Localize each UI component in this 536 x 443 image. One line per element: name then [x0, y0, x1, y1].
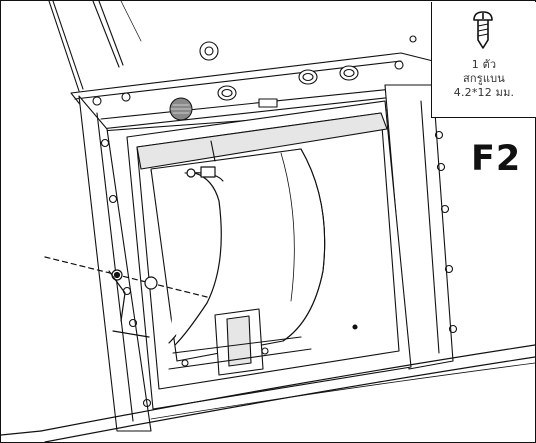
- fastener-size: 4.2*12 มม.: [453, 86, 515, 99]
- right-frame: [384, 84, 458, 370]
- hood-canopy: [1, 344, 535, 442]
- top-screws: [217, 65, 359, 108]
- left-frame: [78, 95, 152, 432]
- screw-position-marker: [44, 256, 208, 338]
- fastener-quantity: 1 ตัว: [471, 58, 497, 71]
- fastener-type: สกรูแบน: [462, 72, 506, 85]
- bottom-bracket: [168, 308, 358, 376]
- step-label: F2: [471, 139, 522, 179]
- vent-grille: [169, 97, 193, 121]
- screw-icon: [473, 11, 493, 49]
- chimney-cover: [48, 1, 142, 92]
- power-cable: [168, 166, 222, 346]
- fastener-callout-box: 1 ตัว สกรูแบน 4.2*12 มม.: [431, 2, 536, 118]
